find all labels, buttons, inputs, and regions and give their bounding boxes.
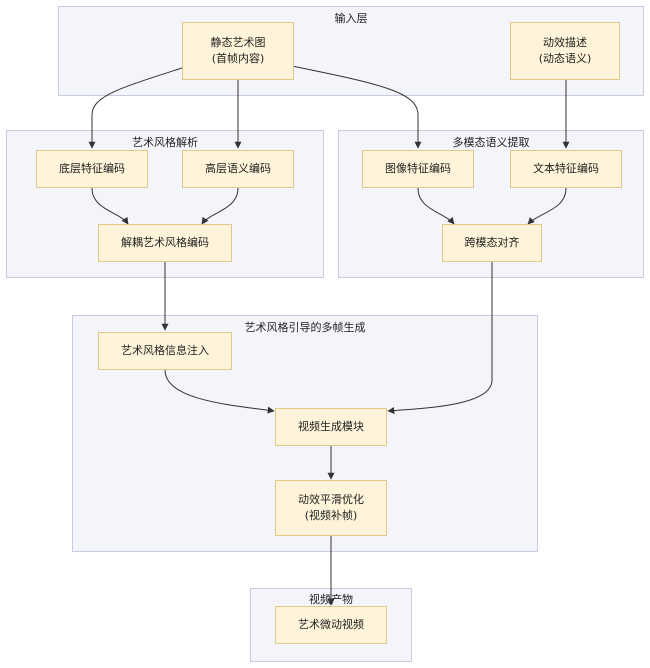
node-label: 文本特征编码 [533,161,599,175]
group-title: 多模态语义提取 [452,136,530,149]
edge-align-to-videogen [387,262,493,415]
group-title: 输入层 [334,12,368,25]
node-label: 动效平滑优化 [298,492,364,506]
edge-highsem-to-decouple [201,187,239,225]
node-cross-modal-alignment: 跨模态对齐 [442,224,542,262]
node-label: 图像特征编码 [385,161,451,175]
edge-static-to-imgfeat [291,65,422,149]
group-title: 艺术风格引导的多帧生成 [244,321,366,334]
node-art-style-injection: 艺术风格信息注入 [98,332,232,370]
edge-imgfeat-to-align [417,187,455,225]
edge-txtfeat-to-align [527,187,567,225]
node-label: 跨模态对齐 [464,235,520,249]
node-high-level-semantic-encoding: 高层语义编码 [182,150,294,188]
node-text-feature-encoding: 文本特征编码 [510,150,622,188]
node-label: 视频生成模块 [298,419,364,433]
group-title: 艺术风格解析 [132,136,198,149]
node-low-level-feature-encoding: 底层特征编码 [36,150,148,188]
node-motion-smoothing: 动效平滑优化 (视频补帧) [275,480,387,536]
node-decoupled-art-style-encoding: 解耦艺术风格编码 [98,224,232,262]
node-label: 艺术风格信息注入 [121,343,209,357]
edge-lowfeat-to-decouple [91,187,129,225]
node-label: 动效描述 [543,35,587,49]
node-video-generation-module: 视频生成模块 [275,408,387,446]
node-sublabel: (动态语义) [538,52,592,65]
node-label: 艺术微动视频 [298,617,364,631]
node-sublabel: (视频补帧) [304,509,358,522]
node-label: 静态艺术图 [210,35,266,49]
node-static-art-image: 静态艺术图 (首帧内容) [182,22,294,80]
node-sublabel: (首帧内容) [211,52,265,65]
node-label: 底层特征编码 [59,161,125,175]
node-image-feature-encoding: 图像特征编码 [362,150,474,188]
node-label: 高层语义编码 [205,161,271,175]
edge-static-to-lowfeat [88,67,183,149]
edge-inject-to-videogen [164,369,275,414]
node-art-micro-motion-video: 艺术微动视频 [275,606,387,644]
node-label: 解耦艺术风格编码 [121,235,209,249]
node-motion-description: 动效描述 (动态语义) [510,22,620,80]
